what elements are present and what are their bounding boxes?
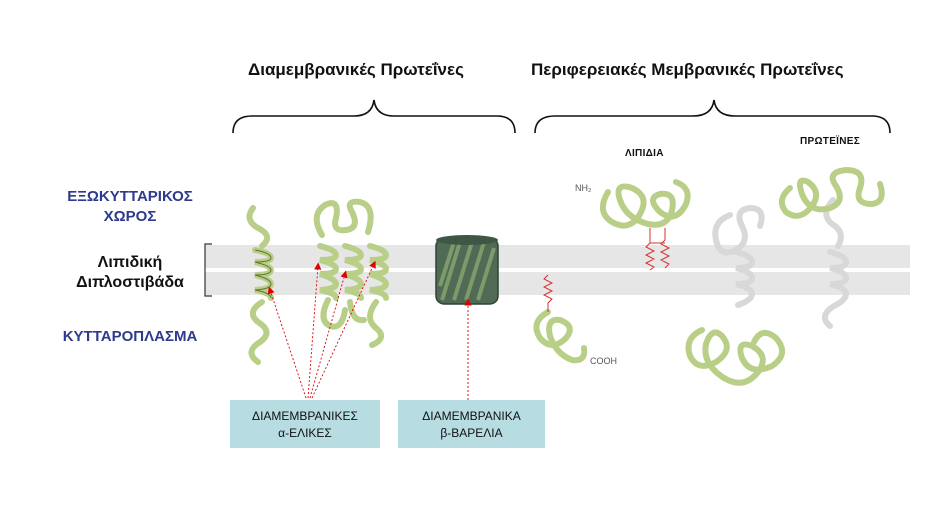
lipid-anchored-protein-top: [599, 179, 691, 229]
callout-alpha-line2: α-ΕΛΙΚΕΣ: [278, 426, 332, 440]
n-terminus-label: NH₂: [575, 183, 592, 193]
peripheral-brace: [534, 99, 891, 134]
lipid-anchor-bottom: [542, 274, 554, 312]
label-lipids: ΛΙΠΙΔΙΑ: [625, 148, 664, 159]
c-terminus-label: COOH: [590, 356, 617, 366]
callout-beta-line2: β-ΒΑΡΕΛΙΑ: [440, 426, 503, 440]
region-lipid-bilayer: Λιπιδική Διπλοστιβάδα: [40, 253, 220, 293]
callout-beta-barrels: ΔΙΑΜΕΜΒΡΑΝΙΚΑ β-ΒΑΡΕΛΙΑ: [398, 400, 545, 448]
alpha-helix-protein-2: [313, 198, 390, 348]
peripheral-protein-outline: [712, 197, 850, 329]
region-bilayer-line1: Λιπιδική: [97, 254, 163, 271]
heading-peripheral: Περιφερειακές Μεμβρανικές Πρωτεΐνες: [531, 60, 844, 79]
label-proteins: ΠΡΩΤΕΪΝΕΣ: [800, 136, 861, 147]
region-extracellular-line2: ΧΩΡΟΣ: [103, 208, 157, 225]
lipid-anchor-top: [644, 228, 671, 271]
alpha-helix-protein-1-outline: [254, 249, 272, 299]
peripheral-protein-top-right: [778, 166, 885, 219]
region-extracellular: ΕΞΩΚΥΤΤΑΡΙΚΟΣ ΧΩΡΟΣ: [40, 187, 220, 227]
transmembrane-brace: [232, 99, 516, 134]
callout-arrows: [267, 260, 472, 400]
beta-barrel: [435, 235, 499, 305]
callout-alpha-helices: ΔΙΑΜΕΜΒΡΑΝΙΚΕΣ α-ΕΛΙΚΕΣ: [230, 400, 380, 448]
heading-transmembrane: Διαμεμβρανικές Πρωτεΐνες: [248, 60, 464, 79]
callout-beta-line1: ΔΙΑΜΕΜΒΡΑΝΙΚΑ: [422, 409, 521, 423]
region-cytoplasm: ΚΥΤΤΑΡΟΠΛΑΣΜΑ: [62, 328, 198, 345]
lipid-bilayer: [204, 243, 910, 297]
lipid-anchored-protein-bottom: [533, 309, 588, 364]
peripheral-protein-bottom: [685, 327, 785, 386]
region-bilayer-line2: Διπλοστιβάδα: [76, 274, 184, 291]
callout-alpha-line1: ΔΙΑΜΕΜΒΡΑΝΙΚΕΣ: [252, 409, 358, 423]
region-extracellular-line1: ΕΞΩΚΥΤΤΑΡΙΚΟΣ: [67, 188, 193, 205]
